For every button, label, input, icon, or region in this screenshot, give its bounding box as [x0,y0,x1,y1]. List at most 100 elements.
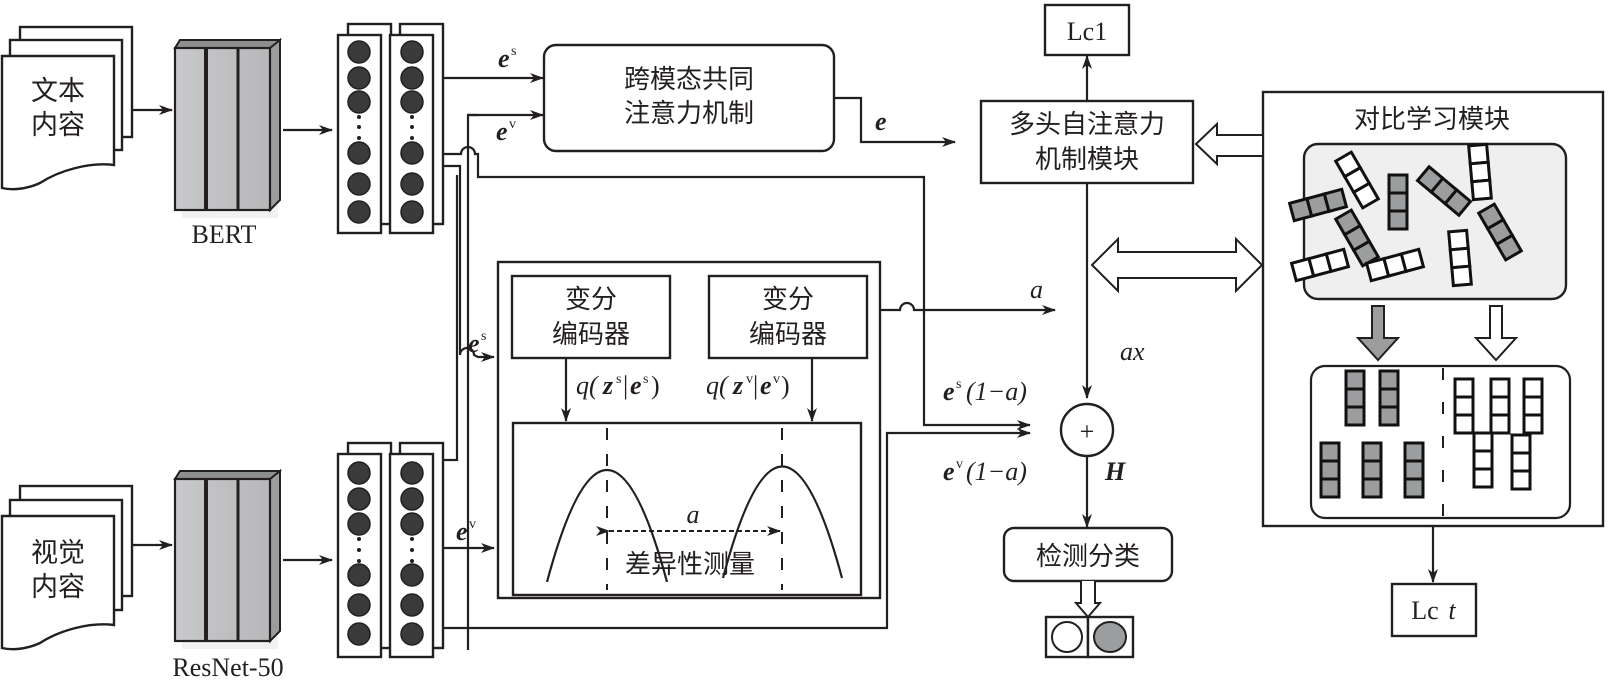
text-feature-vectors [336,22,445,235]
svg-text:e: e [943,457,955,486]
cross-modal-label-2: 注意力机制 [624,99,754,129]
visual-content-input: 视觉 内容 [0,484,134,651]
bert-label: BERT [192,220,257,249]
grouped-block-3 [1319,441,1341,499]
sample-block-4 [1415,164,1473,218]
ev-mid-sup: v [469,517,476,532]
ev-one-minus-a-label: e v (1−a) [943,457,1027,486]
e-label: e [875,107,887,136]
svg-text:v: v [746,372,753,387]
es-mid-sup: s [481,329,486,344]
svg-text:s: s [956,377,961,392]
negative-down-arrow [1473,305,1519,362]
ev-mid-e: e [456,517,468,546]
sample-block-7 [1289,247,1351,283]
grouped-block-6 [1453,377,1475,435]
multihead-attention-box [979,99,1195,185]
loss-lct-box [1390,582,1478,638]
sample-block-9 [1447,228,1473,288]
es-mid-e: e [468,329,480,358]
vae-right-box [707,274,869,360]
es-top-e: e [498,44,510,73]
svg-text:z: z [602,371,614,400]
feature-pool-items [1287,142,1524,288]
classifier-label: 检测分类 [1036,542,1140,572]
svg-text:z: z [732,371,744,400]
text-content-input: 文本 内容 [0,25,134,191]
svg-text:e: e [943,377,955,406]
sample-block-3 [1387,173,1409,231]
ax-label: ax [1120,337,1145,366]
sum-plus: + [1080,417,1095,446]
text-input-label-2: 内容 [31,110,85,141]
resnet-label: ResNet-50 [172,653,283,680]
sample-block-2 [1333,150,1381,210]
vae-container [496,260,882,600]
grouped-block-8 [1522,377,1544,435]
line-text-feature-to-sum [443,145,926,314]
resnet-encoder [173,468,282,649]
distance-a-label: a [687,500,700,529]
svg-text:v: v [956,457,963,472]
cross-modal-attention-box [542,43,836,153]
text-input-label-1: 文本 [31,76,85,107]
svg-text:v: v [773,372,780,387]
sample-block-5 [1467,142,1493,202]
visual-input-label-1: 视觉 [31,538,85,569]
svg-text:|: | [753,371,758,400]
ev-top-e: e [496,117,508,146]
output-real-circle [1051,621,1083,653]
grouped-block-10 [1510,433,1532,491]
svg-text:): ) [651,371,660,400]
loss-lct-suffix: t [1448,596,1456,625]
bert-encoder [173,37,282,218]
a-label: a [1030,275,1043,304]
grouped-block-1 [1344,369,1366,427]
svg-text:q(: q( [576,371,599,400]
svg-text:(1−a): (1−a) [966,457,1027,486]
vae-right-label-2: 编码器 [749,320,827,350]
svg-text:e: e [760,371,772,400]
multihead-label-2: 机制模块 [1035,145,1139,175]
arrow-es-to-vae [443,164,495,362]
arrow-ev-to-sum [443,428,1031,630]
output-fake-circle [1093,621,1127,653]
svg-text:(1−a): (1−a) [966,377,1027,406]
grouped-block-5 [1403,441,1425,499]
grouped-block-2 [1378,369,1400,427]
es-top-sup: s [511,44,516,59]
loss-lc1-label: Lc1 [1067,17,1107,46]
arrow-a-to-mainline [880,301,1056,315]
grouped-block-4 [1361,441,1383,499]
loss-lct-prefix: Lc [1411,596,1438,625]
positive-down-arrow [1355,305,1401,362]
vae-left-label-2: 编码器 [552,320,630,350]
q-zs-es-label: q( z s | e s ) [576,371,660,400]
h-label: H [1104,457,1126,486]
q-zv-ev-label: q( z v | e v ) [706,371,790,400]
svg-text:s: s [616,372,621,387]
double-arrow-contrastive [1090,236,1264,294]
hollow-arrow-to-output [1073,581,1103,619]
svg-text:s: s [643,372,648,387]
grouped-block-9 [1472,431,1494,489]
doc-page-front [0,54,116,191]
visual-feature-vectors [336,441,445,659]
sample-block-1 [1287,187,1349,223]
grouped-block-7 [1489,377,1511,435]
vae-right-label-1: 变分 [762,285,814,315]
vae-left-box [510,274,672,360]
sample-block-8 [1364,247,1426,283]
vae-left-label-1: 变分 [565,285,617,315]
cross-modal-label-1: 跨模态共同 [624,65,754,95]
svg-text:q(: q( [706,371,729,400]
grouped-sample-items [1319,369,1544,499]
svg-text:e: e [630,371,642,400]
arrow-es-to-sum [922,310,1031,430]
ev-top-sup: v [509,117,516,132]
sample-block-10 [1476,202,1524,262]
multihead-label-1: 多头自注意力 [1009,110,1165,140]
contrastive-title: 对比学习模块 [1354,105,1510,135]
line-visual-up [443,175,459,462]
